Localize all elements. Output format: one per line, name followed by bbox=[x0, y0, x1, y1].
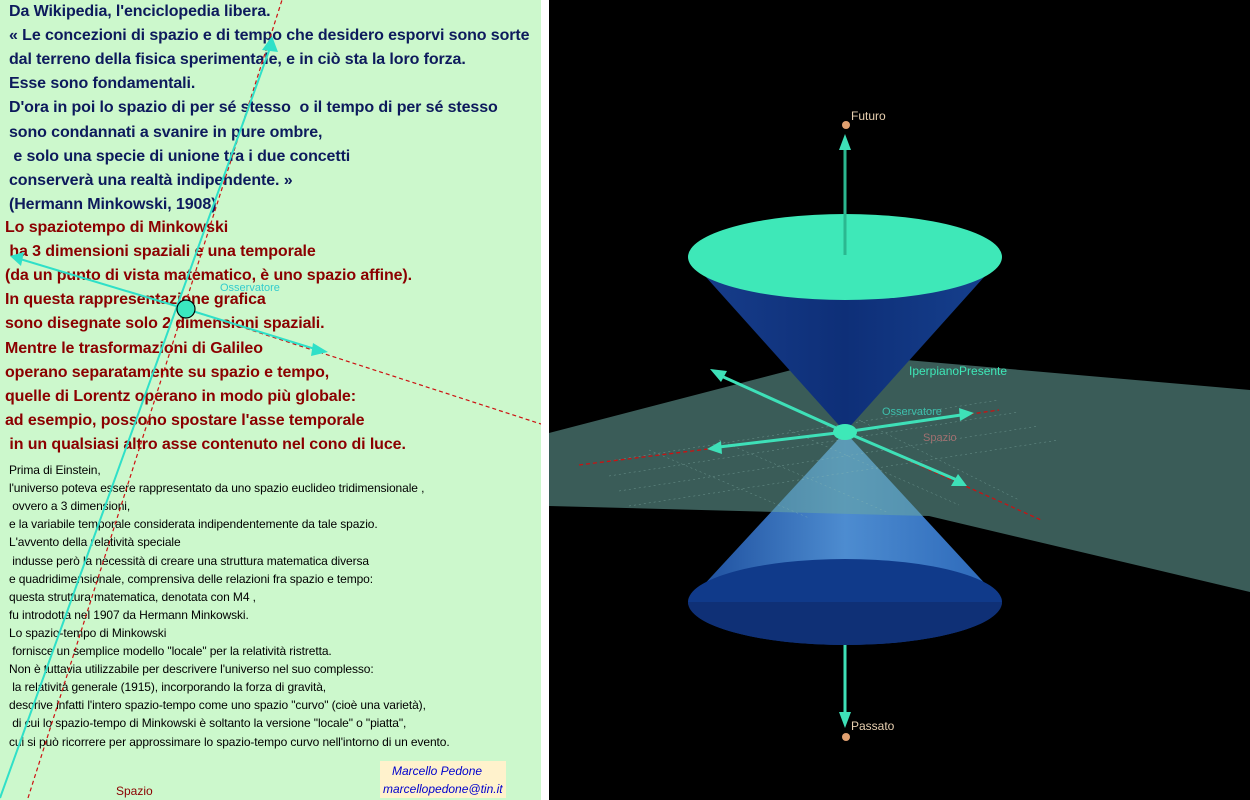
quote-line: e solo una specie di unione tra i due co… bbox=[9, 147, 351, 165]
future-light-cone bbox=[688, 257, 1002, 432]
history-line: fornisce un semplice modello "locale" pe… bbox=[9, 644, 332, 658]
history-line: e quadridimensionale, comprensiva delle … bbox=[9, 571, 373, 586]
graphics-3d-view[interactable]: Passato Futuro bbox=[549, 0, 1250, 800]
space-label-2d: Spazio bbox=[116, 784, 153, 798]
observer-time-axis-2d bbox=[0, 47, 271, 799]
history-line: Lo spazio-tempo di Minkowski bbox=[9, 625, 167, 640]
space-vector-back bbox=[718, 373, 846, 434]
quote-line: conserverà una realtà indipendente. » bbox=[9, 171, 293, 189]
explanation-line: In questa rappresentazione grafica bbox=[5, 291, 266, 309]
history-line: l'universo poteva essere rappresentato d… bbox=[9, 481, 425, 496]
time-arrowhead bbox=[262, 36, 278, 52]
quote-line: « Le concezioni di spazio e di tempo che… bbox=[9, 27, 530, 45]
quote-line: sono condannati a svanire in pure ombre, bbox=[9, 123, 323, 141]
author-credit: Marcello Pedone marcellopedone@tin.it bbox=[380, 761, 506, 798]
space-label-3d: Spazio bbox=[923, 432, 957, 444]
quote-line: D'ora in poi lo spazio di per sé stesso … bbox=[9, 99, 498, 117]
history-line: Prima di Einstein, bbox=[9, 463, 101, 477]
observer-vector-left bbox=[19, 258, 187, 310]
present-plane-label: IperpianoPresente bbox=[909, 364, 1007, 378]
space-vector-left-head bbox=[707, 441, 722, 454]
past-label: Passato bbox=[851, 719, 895, 733]
space-vector-right bbox=[844, 413, 962, 434]
explanation-line: sono disegnate solo 2 dimensioni spazial… bbox=[5, 315, 325, 333]
history-line: Non è tuttavia utilizzabile per descrive… bbox=[9, 662, 374, 677]
observer-vector-right bbox=[185, 308, 316, 350]
history-line: questa struttura matematica, denotata co… bbox=[9, 589, 256, 604]
author-email[interactable]: marcellopedone@tin.it bbox=[383, 782, 503, 796]
history-line: descrive infatti l'intero spazio-tempo c… bbox=[9, 698, 426, 713]
explanation-line: quelle di Lorentz operano in modo più gl… bbox=[5, 387, 356, 405]
past-cone-base-shade bbox=[688, 602, 1002, 645]
observer-label-2d: Osservatore bbox=[220, 282, 280, 294]
observer-2d-diagram: Osservatore Spazio bbox=[0, 0, 541, 799]
quote-line: dal terreno della fisica sperimentale, e… bbox=[9, 51, 466, 69]
history-line: la relatività generale (1915), incorpora… bbox=[9, 680, 327, 695]
text-panel: Da Wikipedia, l'enciclopedia libera. « Le… bbox=[0, 0, 541, 800]
plane-grid bbox=[608, 399, 1060, 519]
history-line: fu introdotta nel 1907 da Hermann Minkow… bbox=[9, 607, 249, 622]
space-vector-back-head bbox=[710, 369, 727, 382]
future-arrowhead bbox=[839, 134, 851, 150]
future-label: Futuro bbox=[851, 109, 886, 123]
space-vector-left bbox=[718, 430, 846, 449]
history-line: e la variabile temporale considerata ind… bbox=[9, 517, 378, 532]
space-vector-front bbox=[844, 430, 958, 482]
history-line: indusse però la necessità di creare una … bbox=[9, 553, 369, 568]
explanation-line: ha 3 dimensioni spaziali e una temporale bbox=[5, 243, 316, 261]
observer-event-3d[interactable] bbox=[833, 424, 857, 440]
explanation-line: in un qualsiasi altro asse contenuto nel… bbox=[5, 435, 406, 453]
left-arrowhead bbox=[10, 252, 24, 266]
observer-point[interactable] bbox=[176, 299, 196, 319]
past-arrowhead bbox=[839, 712, 851, 728]
history-line: di cui lo spazio-tempo di Minkowski è so… bbox=[9, 716, 407, 731]
history-line: ovvero a 3 dimensioni, bbox=[9, 499, 131, 514]
panel-divider[interactable] bbox=[541, 0, 549, 800]
explanation-line: Lo spaziotempo di Minkowski bbox=[5, 219, 229, 236]
present-hyperplane[interactable] bbox=[549, 355, 1250, 592]
quote-line: Da Wikipedia, l'enciclopedia libera. bbox=[9, 3, 271, 20]
author-name: Marcello Pedone bbox=[392, 764, 483, 778]
explanation-line: ad esempio, possono spostare l'asse temp… bbox=[5, 411, 365, 429]
observer-label-3d: Osservatore bbox=[882, 406, 942, 418]
history-line: L'avvento della relatività speciale bbox=[9, 535, 181, 550]
history-line: cui si può ricorrere per approssimare lo… bbox=[9, 734, 450, 749]
past-light-cone bbox=[688, 432, 1002, 602]
space-vector-right-head bbox=[959, 408, 974, 421]
quote-line: (Hermann Minkowski, 1908) bbox=[9, 195, 217, 213]
space-vector-front-head bbox=[951, 474, 967, 486]
quote-line: Esse sono fondamentali. bbox=[9, 75, 196, 93]
future-cone-top bbox=[688, 214, 1002, 300]
past-point[interactable] bbox=[842, 733, 850, 741]
light-cone-scene[interactable]: Passato Futuro bbox=[549, 0, 1250, 800]
right-arrowhead bbox=[311, 343, 328, 356]
future-point[interactable] bbox=[842, 121, 850, 129]
observer-space-axis-2d bbox=[185, 308, 541, 425]
